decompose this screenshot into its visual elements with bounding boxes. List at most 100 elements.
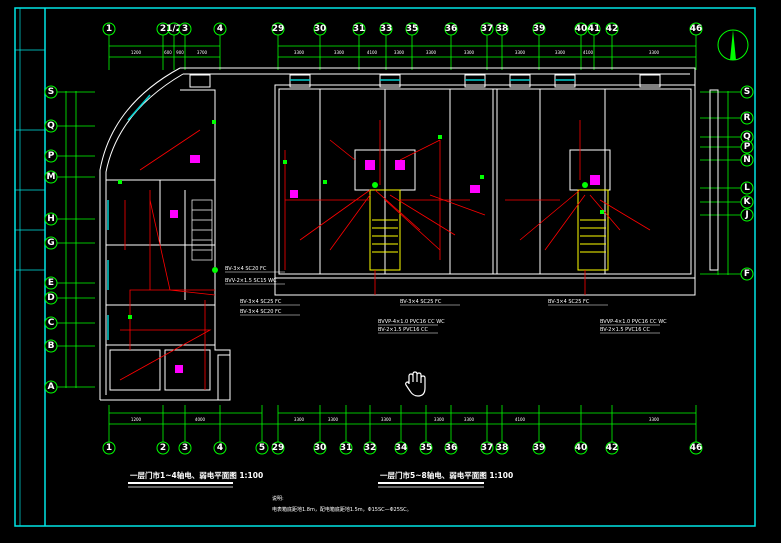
wiring-annotation: BV-3×4 SC25 FC — [240, 299, 282, 305]
building-walls — [99, 67, 719, 401]
dimension-text: 1200 — [131, 417, 142, 422]
axis-label: N — [743, 155, 751, 165]
axis-label: 1 — [106, 24, 112, 34]
axis-label: 35 — [420, 443, 433, 453]
axis-bubble-bottom: 34 — [394, 441, 408, 455]
hand-pan-icon — [405, 371, 426, 397]
dimension-text: 3300 — [426, 50, 437, 55]
axis-label: G — [47, 238, 54, 248]
axis-bubble-top: 38 — [495, 22, 509, 36]
axis-label: 29 — [272, 24, 285, 34]
dimension-text: 3300 — [464, 417, 475, 422]
axis-bubble-bottom: 1 — [102, 441, 116, 455]
electrical-wiring — [119, 120, 651, 390]
axis-label: 39 — [533, 24, 546, 34]
axis-bubble-top: 39 — [532, 22, 546, 36]
axis-bubble-right: N — [740, 153, 754, 167]
axis-bubble-bottom: 46 — [689, 441, 703, 455]
axis-label: H — [47, 214, 55, 224]
axis-bubble-right: F — [740, 267, 754, 281]
dimension-text: 1200 — [131, 50, 142, 55]
wiring-annotation: BVVP-4×1.0 PVC16 CC WC — [600, 319, 667, 325]
axis-label: C — [48, 318, 55, 328]
axis-label: J — [744, 210, 748, 220]
axis-label: 38 — [496, 443, 509, 453]
axis-label: 40 — [575, 443, 588, 453]
axis-bubble-top: 46 — [689, 22, 703, 36]
axis-bubble-right: P — [740, 140, 754, 154]
windows — [107, 79, 575, 340]
axis-label: 29 — [272, 443, 285, 453]
axis-label: 31 — [353, 24, 366, 34]
axis-label: 42 — [606, 443, 619, 453]
axis-label: P — [48, 151, 55, 161]
axis-label: Q — [743, 132, 751, 142]
axis-label: 37 — [481, 443, 494, 453]
dimension-text: 4100 — [515, 417, 526, 422]
axis-label: 40 — [575, 24, 588, 34]
north-arrow-icon — [717, 29, 749, 61]
dimension-text: 3700 — [197, 50, 208, 55]
axis-label: Q — [47, 121, 55, 131]
axis-bubble-right: J — [740, 208, 754, 222]
axis-label: S — [744, 87, 750, 97]
wiring-annotation: BV-3×4 SC25 FC — [548, 299, 590, 305]
dimension-text: 3300 — [334, 50, 345, 55]
drawing-frame — [14, 7, 756, 527]
axis-bubble-top: 40 — [574, 22, 588, 36]
axis-label: 4 — [217, 24, 223, 34]
axis-bubble-bottom: 38 — [495, 441, 509, 455]
axis-label: 36 — [445, 24, 458, 34]
axis-label: 37 — [481, 24, 494, 34]
title-left: 一层门市1~4轴电、弱电平面图 1:100 — [130, 470, 263, 480]
axis-bubble-bottom: 36 — [444, 441, 458, 455]
axis-label: S — [48, 87, 54, 97]
axis-label: M — [47, 172, 56, 182]
axis-label: F — [744, 269, 750, 279]
notes-heading: 说明: — [272, 495, 284, 502]
axis-bubble-bottom: 5 — [255, 441, 269, 455]
axis-bubble-bottom: 31 — [339, 441, 353, 455]
axis-bubble-top: 2 — [156, 22, 170, 36]
axis-label: 31 — [340, 443, 353, 453]
axis-bubble-bottom: 39 — [532, 441, 546, 455]
dimension-text: 4100 — [367, 50, 378, 55]
axis-bubble-left: H — [44, 212, 58, 226]
dimension-text: 3300 — [555, 50, 566, 55]
axis-label: 36 — [445, 443, 458, 453]
axis-label: 35 — [406, 24, 419, 34]
notes-text: 电表箱底距地1.8m，配电箱底距地1.5m，Φ15SC—Φ25SC。 — [272, 506, 412, 513]
axis-label: 3 — [182, 24, 188, 34]
axis-bubble-left: A — [44, 380, 58, 394]
axis-label: R — [744, 113, 751, 123]
axis-bubble-top: 1 — [102, 22, 116, 36]
dimension-text: 3300 — [394, 50, 405, 55]
axis-label: 30 — [314, 24, 327, 34]
wiring-annotation: BV-2×1.5 PVC16 CC — [378, 327, 428, 333]
axis-bubble-bottom: 42 — [605, 441, 619, 455]
axis-label: 33 — [380, 24, 393, 34]
axis-bubble-left: Q — [44, 119, 58, 133]
axis-bubble-right: S — [740, 85, 754, 99]
axis-bubble-bottom: 3 — [178, 441, 192, 455]
axis-bubble-left: C — [44, 316, 58, 330]
outlets — [118, 120, 604, 319]
axis-bubble-top: 37 — [480, 22, 494, 36]
axis-label: E — [48, 278, 54, 288]
dimension-text: 3300 — [649, 50, 660, 55]
axis-bubble-right: K — [740, 195, 754, 209]
axis-bubble-bottom: 40 — [574, 441, 588, 455]
axis-bubble-bottom: 32 — [363, 441, 377, 455]
axis-label: 46 — [690, 443, 703, 453]
axis-label: A — [48, 382, 55, 392]
axis-label: 2 — [160, 24, 166, 34]
axis-bubble-bottom: 4 — [213, 441, 227, 455]
dimension-text: 3300 — [649, 417, 660, 422]
wiring-annotation: BV-3×4 SC20 FC — [225, 266, 267, 272]
axis-label: 34 — [395, 443, 408, 453]
axis-label: B — [48, 341, 55, 351]
axis-bubble-right: Q — [740, 130, 754, 144]
axis-bubble-bottom: 30 — [313, 441, 327, 455]
